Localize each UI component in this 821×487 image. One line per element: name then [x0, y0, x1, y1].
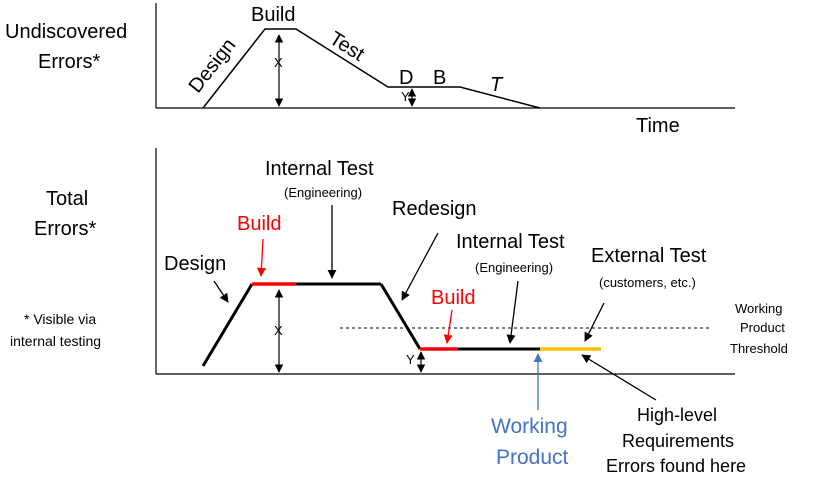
threshold-label-line2: Product	[740, 320, 785, 335]
requirements-label-line2: Requirements	[622, 431, 734, 451]
requirements-pointer-arrow	[581, 354, 657, 401]
working-product-label-line2: Product	[496, 446, 569, 469]
bottom-x-label: X	[274, 323, 283, 338]
top-label-d: D	[399, 67, 413, 89]
top-ylabel-line2: Errors*	[38, 51, 100, 73]
requirements-label-line1: High-level	[637, 405, 717, 425]
requirements-label-line3: Errors found here	[606, 456, 746, 476]
top-ylabel-line1: Undiscovered	[5, 21, 127, 43]
internal-test2-pointer-arrow	[506, 280, 519, 344]
top-label-b: B	[433, 67, 446, 89]
bottom-label-build-1: Build	[237, 213, 281, 235]
redesign-label: Redesign	[392, 198, 477, 220]
top-label-build: Build	[251, 4, 295, 26]
internal-test-label-2: Internal Test	[456, 231, 565, 253]
design-pointer-arrow	[213, 280, 229, 303]
threshold-label-line3: Threshold	[730, 341, 788, 356]
external-test-label: External Test	[591, 245, 707, 267]
visible-note-line2: internal testing	[10, 333, 101, 349]
top-label-t: T	[490, 74, 504, 96]
build1-pointer-arrow	[256, 238, 266, 277]
bottom-chart: Total Errors* * Visible via internal tes…	[10, 148, 788, 476]
working-product-label-line1: Working	[491, 415, 568, 438]
top-x-label: X	[274, 55, 283, 70]
engineering-label-2: (Engineering)	[475, 260, 553, 275]
top-xlabel: Time	[636, 115, 680, 137]
external-test-pointer-arrow	[584, 302, 605, 342]
build2-pointer-arrow	[443, 309, 453, 344]
visible-note-line1: * Visible via	[24, 311, 96, 327]
internal-test-label-1: Internal Test	[265, 158, 374, 180]
bottom-label-build-2: Build	[431, 287, 475, 309]
threshold-label-line1: Working	[735, 301, 782, 316]
top-chart: Undiscovered Errors* Time Design Build T…	[5, 3, 735, 137]
bottom-ylabel-line2: Errors*	[34, 218, 96, 240]
customers-label: (customers, etc.)	[599, 275, 696, 290]
bottom-label-design: Design	[164, 253, 226, 275]
top-label-design: Design	[185, 34, 241, 97]
top-y-label: Y	[401, 89, 410, 104]
bottom-y-label: Y	[406, 352, 415, 367]
top-label-test: Test	[325, 28, 368, 66]
redesign-pointer-arrow	[401, 232, 439, 301]
engineering-label-1: (Engineering)	[284, 185, 362, 200]
top-error-curve	[202, 28, 541, 109]
design-segment	[201, 283, 254, 367]
bottom-ylabel-line1: Total	[46, 188, 88, 210]
redesign-segment	[379, 283, 422, 350]
